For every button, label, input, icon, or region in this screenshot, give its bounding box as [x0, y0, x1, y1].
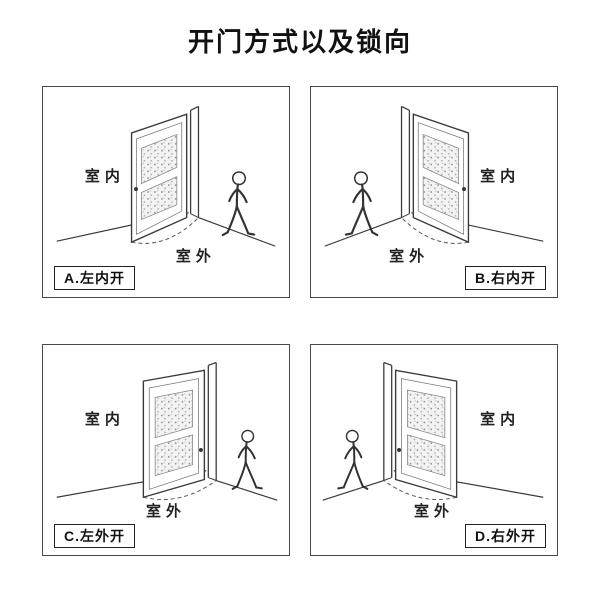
- outdoor-label: 室外: [413, 503, 455, 521]
- outdoor-label: 室外: [175, 247, 216, 265]
- caption-left-inward: A.左内开: [54, 265, 135, 290]
- indoor-label: 室内: [84, 411, 125, 428]
- indoor-label: 室内: [480, 167, 521, 185]
- panel-b-right-inward: 室内 室外 B.右内开: [310, 86, 558, 298]
- panel-a-left-inward: 室内 室外 A.左内开: [42, 86, 290, 298]
- outdoor-label: 室外: [145, 503, 187, 521]
- panel-d-right-outward: 室内 室外 D.右外开: [310, 344, 558, 556]
- caption-left-outward: C.左外开: [54, 523, 135, 548]
- caption-right-outward: D.右外开: [465, 523, 546, 548]
- indoor-label: 室内: [84, 167, 125, 185]
- caption-right-inward: B.右内开: [465, 265, 546, 290]
- page-title: 开门方式以及锁向: [187, 27, 412, 57]
- outdoor-label: 室外: [389, 247, 430, 265]
- panels-grid: 室内 室外 A.左内开 室内 室外 B.右内开 室内 室外 C.左外开 室内 室…: [42, 86, 558, 556]
- panel-c-left-outward: 室内 室外 C.左外开: [42, 344, 290, 556]
- indoor-label: 室内: [480, 411, 521, 428]
